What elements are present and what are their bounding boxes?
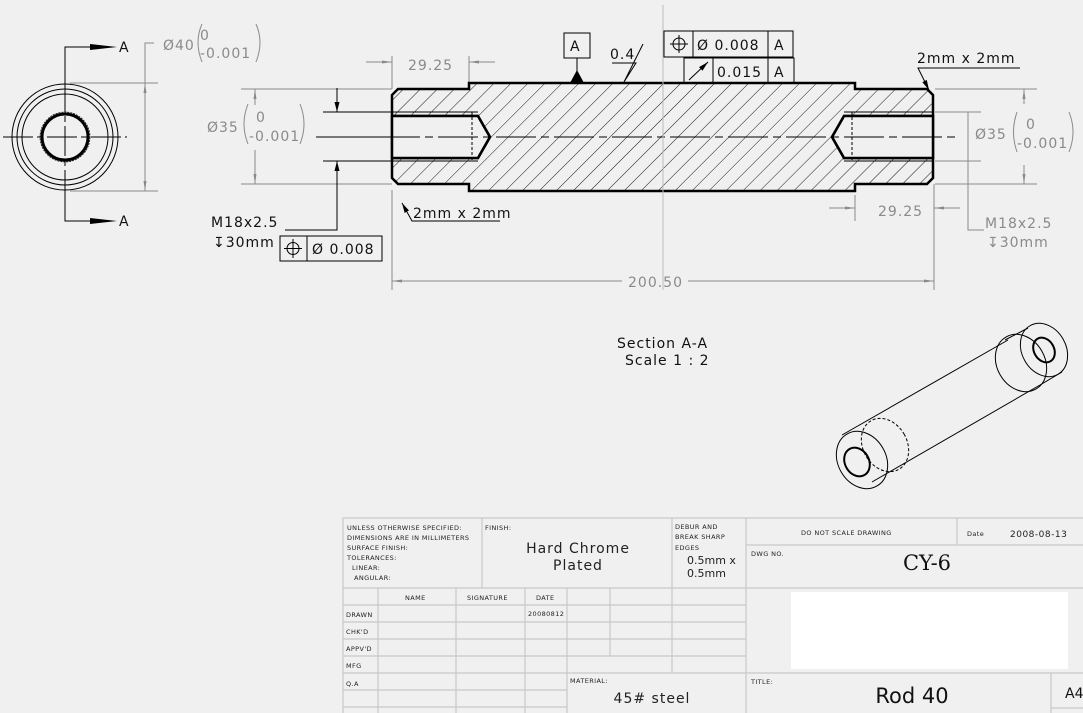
svg-text:Ø35: Ø35 [975,127,1007,143]
svg-text:MATERIAL:: MATERIAL: [570,677,608,685]
svg-text:↧30mm: ↧30mm [213,235,275,251]
svg-text:DEBUR AND: DEBUR AND [675,523,718,531]
svg-text:A: A [774,65,785,81]
section-arrow-icon [90,44,117,50]
svg-text:CHK'D: CHK'D [346,628,368,636]
svg-text:0.4: 0.4 [610,47,635,63]
logo-area [791,592,1068,669]
material-value: 45# steel [614,691,691,707]
svg-text:Ø35: Ø35 [207,120,239,136]
svg-text:FINISH:: FINISH: [485,524,511,532]
svg-text:LINEAR:: LINEAR: [352,564,380,572]
svg-text:200.50: 200.50 [628,275,683,291]
svg-text:Ø 0.008: Ø 0.008 [697,38,760,54]
svg-text:29.25: 29.25 [408,58,453,74]
svg-text:APPV'D: APPV'D [346,645,372,653]
dim-diameter-35-left: Ø35 0 -0.001 29.25 [207,56,495,185]
runout-icon [688,61,709,81]
svg-text:0: 0 [256,110,266,126]
svg-text:MFG: MFG [346,662,362,670]
svg-text:↧30mm: ↧30mm [987,235,1049,251]
svg-text:-0.001: -0.001 [200,46,251,62]
svg-text:20080812: 20080812 [528,610,564,618]
svg-text:0.015: 0.015 [717,65,762,81]
svg-text:EDGES: EDGES [675,544,699,552]
chamfer-notes: 2mm x 2mm 2mm x 2mm [401,51,1020,222]
svg-text:DWG NO.: DWG NO. [751,550,784,558]
svg-text:Q.A: Q.A [346,680,359,688]
dim-diameter-40: Ø40 0 -0.001 [70,23,261,192]
surface-finish-icon [612,43,644,83]
gdt-annotations: A 0.4 Ø 0.008 A 0.015 A [563,30,795,84]
svg-text:Plated: Plated [553,558,603,574]
svg-text:2mm x 2mm: 2mm x 2mm [917,51,1016,67]
position-tolerance-icon [284,239,302,258]
svg-text:BREAK SHARP: BREAK SHARP [675,533,725,541]
svg-text:-0.001: -0.001 [1017,136,1068,152]
svg-text:0: 0 [1026,117,1036,133]
section-label-top: A [119,40,130,56]
svg-text:DO NOT SCALE DRAWING: DO NOT SCALE DRAWING [801,529,892,537]
svg-text:SURFACE FINISH:: SURFACE FINISH: [347,544,408,552]
datum-a: A [570,39,581,55]
svg-text:-0.001: -0.001 [249,129,300,145]
svg-text:UNLESS OTHERWISE SPECIFIED:: UNLESS OTHERWISE SPECIFIED: [347,524,462,532]
svg-text:TOLERANCES:: TOLERANCES: [346,554,397,562]
svg-text:Ø40: Ø40 [163,38,195,54]
svg-text:0.5mm: 0.5mm [687,567,726,580]
svg-text:TITLE:: TITLE: [750,678,773,686]
section-arrow-icon [90,218,117,224]
svg-text:Ø 0.008: Ø 0.008 [312,242,375,258]
svg-text:0: 0 [200,28,210,44]
end-view: A A [3,40,130,230]
svg-text:2008-08-13: 2008-08-13 [1010,530,1067,540]
svg-text:SIGNATURE: SIGNATURE [467,594,508,602]
title-block: UNLESS OTHERWISE SPECIFIED: DIMENSIONS A… [342,517,1083,713]
svg-text:NAME: NAME [405,594,426,602]
rod-section [380,5,958,290]
svg-text:DRAWN: DRAWN [346,611,373,619]
svg-text:DATE: DATE [536,594,555,602]
thread-callout-left: M18x2.5 ↧30mm Ø 0.008 [211,88,392,262]
svg-text:0.5mm x: 0.5mm x [687,554,736,567]
dim-diameter-35-right: Ø35 0 -0.001 M18x2.5 ↧30mm 29.25 200.50 [391,88,1074,291]
svg-text:29.25: 29.25 [878,204,923,220]
isometric-view [835,322,1069,490]
position-tolerance-icon [670,35,688,53]
svg-text:Date: Date [967,530,984,538]
svg-text:DIMENSIONS ARE IN MILLIMETERS: DIMENSIONS ARE IN MILLIMETERS [347,534,469,542]
drawing-number: CY-6 [903,551,951,575]
section-label-bottom: A [119,214,130,230]
section-title: Section A-A [617,336,708,352]
svg-text:A: A [774,38,785,54]
sheet-size: A4 [1065,686,1083,702]
svg-text:ANGULAR:: ANGULAR: [354,574,391,582]
svg-text:2mm x 2mm: 2mm x 2mm [413,206,512,222]
drawing-title: Rod 40 [875,684,948,708]
finish-value: Hard Chrome [526,541,630,557]
svg-text:M18x2.5: M18x2.5 [211,215,278,231]
svg-text:M18x2.5: M18x2.5 [985,216,1052,232]
section-scale: Scale 1 : 2 [625,353,710,369]
